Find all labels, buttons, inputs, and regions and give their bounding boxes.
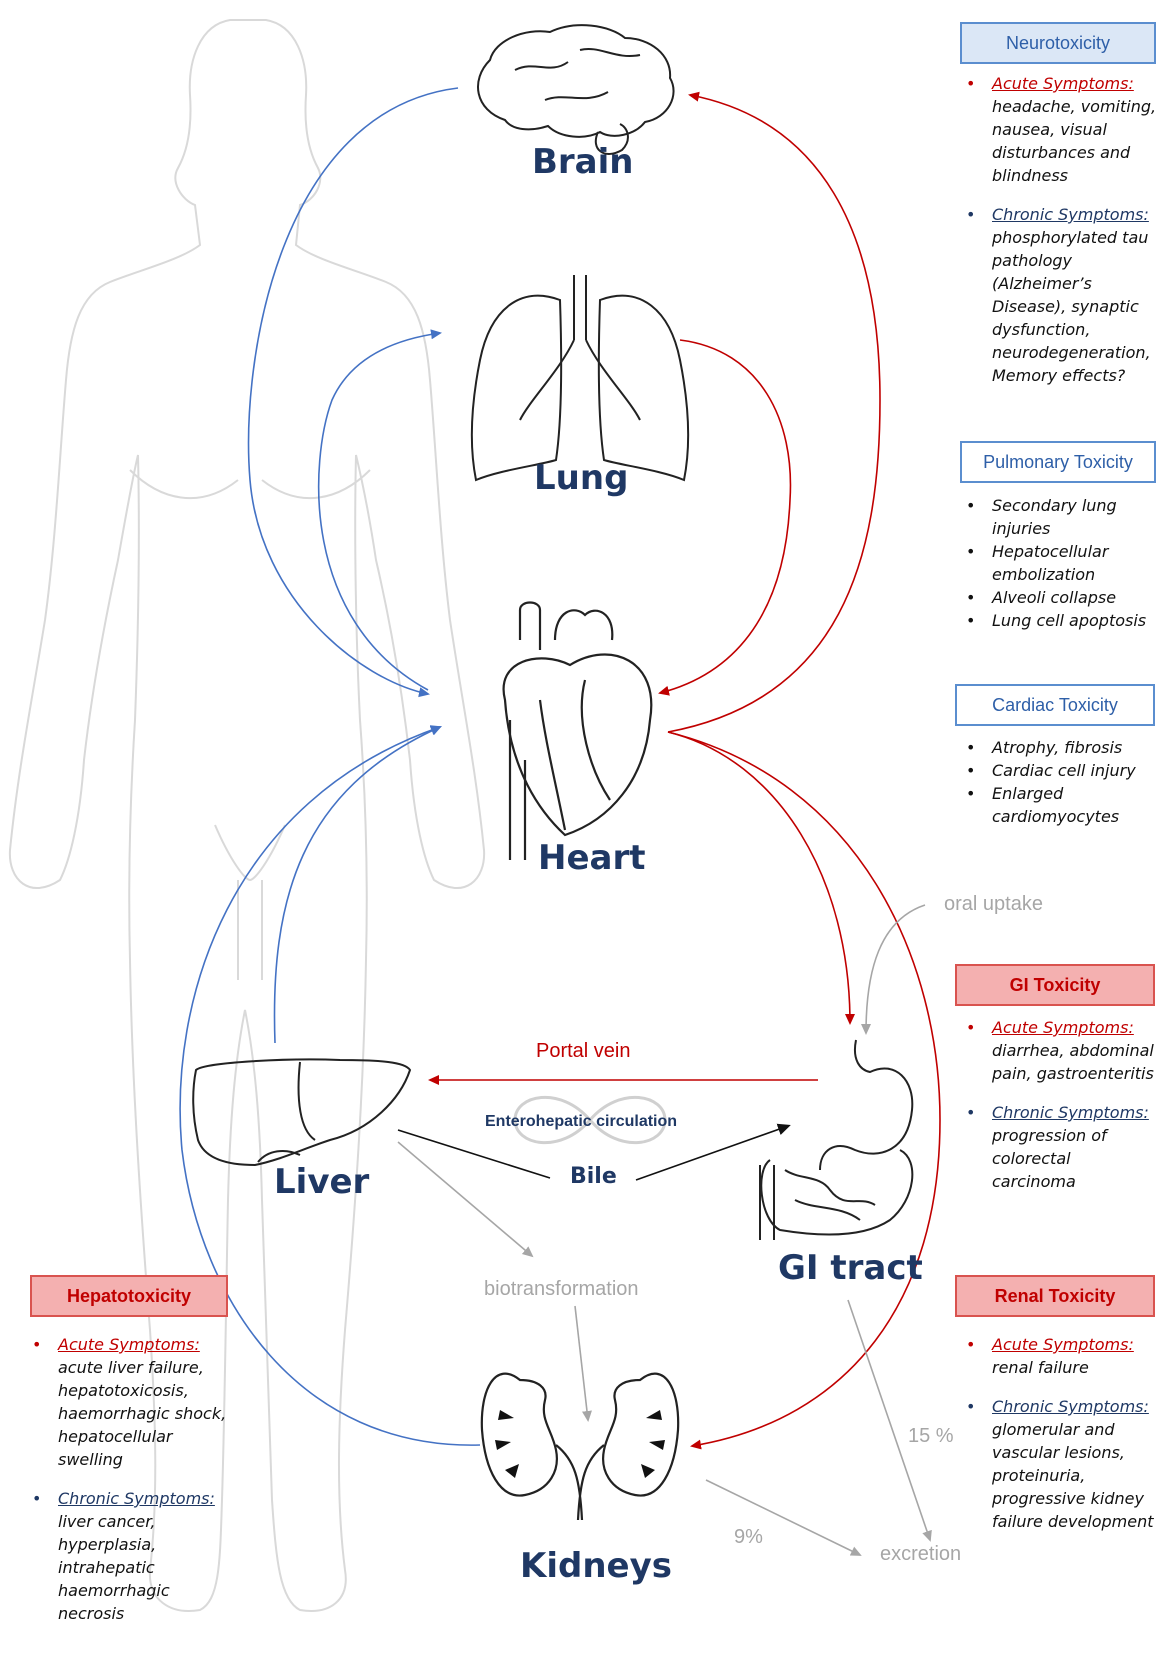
- portal-vein-label: Portal vein: [536, 1040, 631, 1063]
- organ-label-heart: Heart: [538, 838, 645, 878]
- organ-label-gi-tract: GI tract: [778, 1248, 923, 1288]
- hepato-chronic-heading: Chronic Symptoms:: [58, 1487, 238, 1510]
- pct-9-label: 9%: [734, 1526, 763, 1549]
- renal-chronic-text: glomerular and vascular lesions, protein…: [992, 1420, 1154, 1531]
- hepato-acute-heading: Acute Symptoms:: [58, 1333, 238, 1356]
- bile-label: Bile: [570, 1164, 617, 1189]
- gi-chronic-text: progression of colorectal carcinoma: [992, 1126, 1107, 1191]
- heart-drawing: [504, 603, 652, 861]
- hepatotoxicity-header: Hepatotoxicity: [30, 1275, 228, 1317]
- neuro-acute-heading: Acute Symptoms:: [992, 72, 1157, 95]
- cardiac-toxicity-header: Cardiac Toxicity: [955, 684, 1155, 726]
- oral-uptake-label: oral uptake: [944, 893, 1043, 916]
- cardiac-item: Enlarged cardiomyocytes: [962, 782, 1157, 828]
- pulmonary-item: Alveoli collapse: [962, 586, 1157, 609]
- pct-15-label: 15 %: [908, 1425, 954, 1448]
- organ-label-kidneys: Kidneys: [520, 1546, 672, 1586]
- renal-symptoms: Acute Symptoms: renal failure Chronic Sy…: [962, 1333, 1157, 1549]
- gi-tract-drawing: [760, 1040, 912, 1240]
- organ-label-brain: Brain: [532, 142, 634, 182]
- renal-toxicity-header: Renal Toxicity: [955, 1275, 1155, 1317]
- neurotoxicity-header: Neurotoxicity: [960, 22, 1156, 64]
- enterohepatic-label: Enterohepatic circulation: [485, 1113, 677, 1131]
- pulmonary-item: Lung cell apoptosis: [962, 609, 1157, 632]
- hepato-chronic-text: liver cancer, hyperplasia, intrahepatic …: [58, 1512, 170, 1623]
- liver-drawing: [193, 1059, 410, 1165]
- pulmonary-symptoms: Secondary lung injuries Hepatocellular e…: [962, 494, 1157, 632]
- renal-chronic-heading: Chronic Symptoms:: [992, 1395, 1157, 1418]
- neuro-chronic-heading: Chronic Symptoms:: [992, 203, 1157, 226]
- brain-drawing: [478, 25, 674, 154]
- pulmonary-item: Hepatocellular embolization: [962, 540, 1157, 586]
- gi-toxicity-header: GI Toxicity: [955, 964, 1155, 1006]
- hepatotoxicity-symptoms: Acute Symptoms: acute liver failure, hep…: [28, 1333, 238, 1641]
- neuro-acute-text: headache, vomiting, nausea, visual distu…: [992, 97, 1156, 185]
- biotransformation-label: biotransformation: [484, 1278, 639, 1301]
- cardiac-symptoms: Atrophy, fibrosis Cardiac cell injury En…: [962, 736, 1157, 828]
- cardiac-item: Cardiac cell injury: [962, 759, 1157, 782]
- gi-symptoms: Acute Symptoms: diarrhea, abdominal pain…: [962, 1016, 1157, 1209]
- pulmonary-toxicity-header: Pulmonary Toxicity: [960, 441, 1156, 483]
- cardiac-item: Atrophy, fibrosis: [962, 736, 1157, 759]
- gi-acute-heading: Acute Symptoms:: [992, 1016, 1157, 1039]
- renal-acute-heading: Acute Symptoms:: [992, 1333, 1157, 1356]
- kidneys-drawing: [482, 1374, 678, 1520]
- organ-label-liver: Liver: [274, 1162, 369, 1202]
- organ-label-lung: Lung: [534, 458, 628, 498]
- renal-acute-text: renal failure: [992, 1358, 1089, 1377]
- neuro-chronic-text: phosphorylated tau pathology (Alzheimer’…: [992, 228, 1151, 385]
- hepato-acute-text: acute liver failure, hepatotoxicosis, ha…: [58, 1358, 226, 1469]
- excretion-label: excretion: [880, 1543, 961, 1566]
- gi-chronic-heading: Chronic Symptoms:: [992, 1101, 1157, 1124]
- gi-acute-text: diarrhea, abdominal pain, gastroenteriti…: [992, 1041, 1154, 1083]
- neurotoxicity-symptoms: Acute Symptoms: headache, vomiting, naus…: [962, 72, 1157, 403]
- lung-drawing: [472, 275, 688, 480]
- pulmonary-item: Secondary lung injuries: [962, 494, 1157, 540]
